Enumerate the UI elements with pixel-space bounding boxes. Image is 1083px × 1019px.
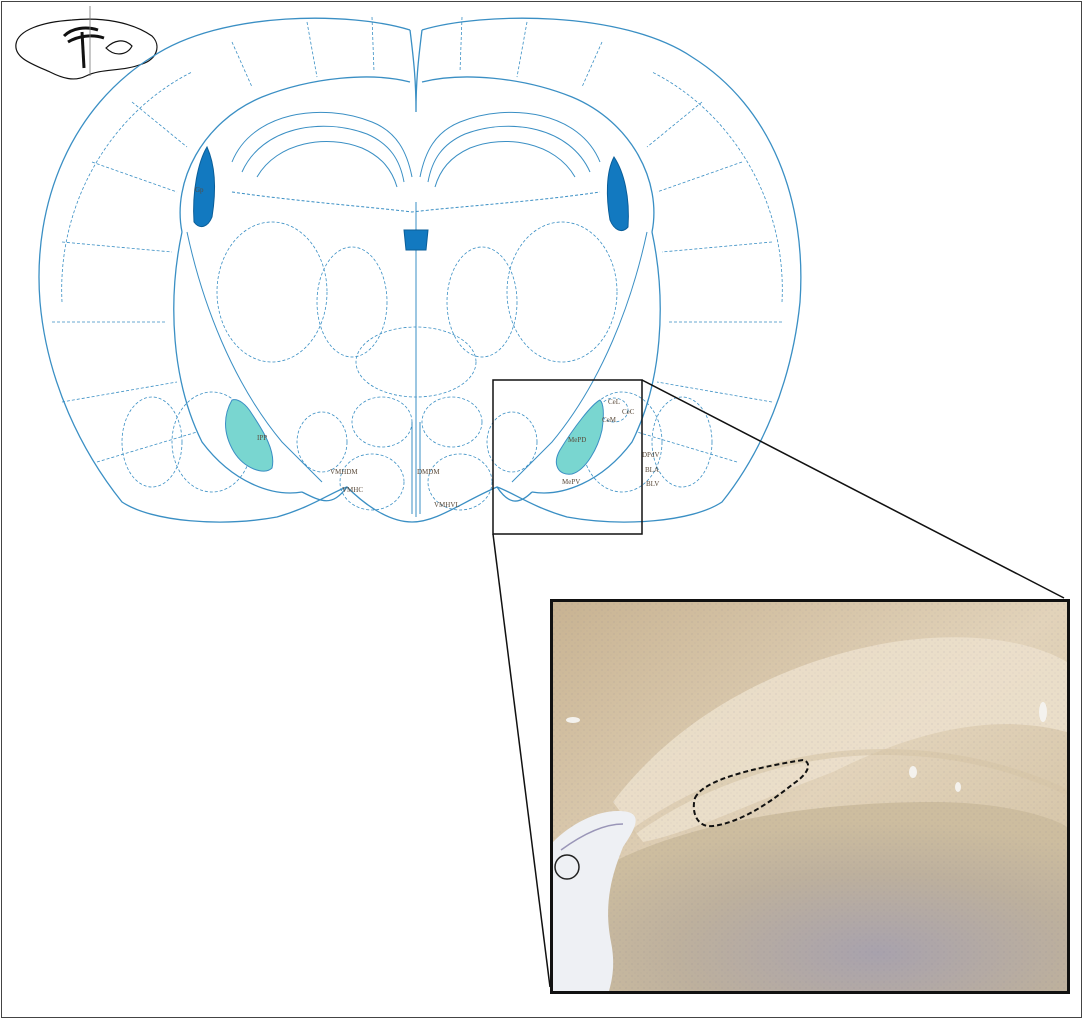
atlas-label-vmhdm: VMHDM: [330, 468, 358, 476]
zoom-connector-bottom: [493, 534, 550, 987]
histology-inset: [550, 599, 1070, 994]
hippocampus-outlines: [232, 112, 600, 212]
atlas-label-bla: BLA: [645, 466, 659, 474]
atlas-label-ipp: IPP: [257, 434, 267, 442]
atlas-label-dmdm: DMDM: [417, 468, 440, 476]
atlas-label-cel: CeL: [608, 398, 620, 406]
atlas-label-gp: Gp: [195, 186, 204, 194]
zoom-connector-top: [642, 380, 1064, 598]
atlas-label-mepv: MePV: [562, 478, 580, 486]
histology-photomicrograph: [553, 602, 1067, 991]
gp-highlight-right: [607, 157, 628, 231]
atlas-label-cem: CeM: [602, 416, 617, 424]
atlas-label-vmhvl: VMHVL: [434, 501, 460, 509]
atlas-label-blv: BLV: [646, 480, 659, 488]
atlas-label-mepd: MePD: [568, 436, 586, 444]
atlas-label-dpdv: DPdV: [642, 451, 660, 459]
third-ventricle-highlight: [404, 230, 428, 250]
atlas-label-vmhc: VMHC: [342, 486, 363, 494]
atlas-label-cec: CeC: [622, 408, 635, 416]
subcortical-nuclei: [122, 222, 712, 510]
